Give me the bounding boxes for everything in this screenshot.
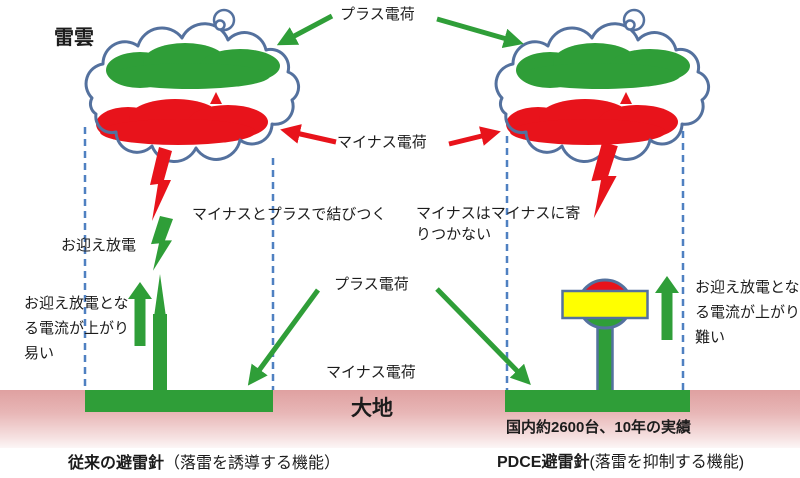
track-record-label: 国内約2600台、10年の実績 <box>506 419 692 436</box>
current-up-arrow-left <box>128 282 152 346</box>
minus-charge-cloud-label: マイナス電荷 <box>337 134 427 151</box>
arrow-minus-to-right-cloud <box>448 126 501 147</box>
note-attract-label: マイナスとプラスで結びつく <box>192 206 387 223</box>
ground-label: 大地 <box>351 397 393 420</box>
arrow-plus-to-left-cloud <box>276 13 334 46</box>
arrow-plus-to-right-cloud <box>436 16 524 49</box>
conventional-rod <box>153 314 167 393</box>
arrow-plus-to-right-ground <box>435 287 531 386</box>
ground-bar-right <box>505 390 690 412</box>
arrow-plus-to-left-ground <box>247 288 321 386</box>
ground-bar-left <box>85 390 273 412</box>
pdce-collar <box>561 289 649 320</box>
minus-charge-ground-label: マイナス電荷 <box>326 364 416 381</box>
storm-cloud-right <box>494 8 711 163</box>
lightning-bolt-green-streamer <box>151 216 173 271</box>
plus-charge-top-label: プラス電荷 <box>340 6 415 23</box>
left-caption: 従来の避雷針（落雷を誘導する機能） <box>68 454 340 474</box>
arrow-minus-to-left-cloud <box>280 124 337 145</box>
welcome-discharge-label: お迎え放電 <box>61 237 137 254</box>
left-caption-main: 従来の避雷針 <box>68 455 165 472</box>
rod-needle-tip <box>154 274 166 317</box>
plus-charge-ground-label: プラス電荷 <box>334 276 409 293</box>
right-caption-sub: (落雷を抑制する機能) <box>589 454 745 471</box>
storm-cloud-label: 雷雲 <box>54 27 94 49</box>
left-caption-sub: （落雷を誘導する機能） <box>164 455 341 472</box>
lightning-bolt-red-left <box>150 147 172 221</box>
current-up-arrow-right <box>655 276 679 340</box>
storm-cloud-left <box>84 8 301 163</box>
right-caption-main: PDCE避雷針 <box>497 454 590 471</box>
left-current-note-label: お迎え放電となる電流が上がり易い <box>24 295 130 362</box>
note-repel-label: マイナスはマイナスに寄りつかない <box>416 205 581 243</box>
right-current-note-label: お迎え放電となる電流が上がり難い <box>695 279 800 346</box>
right-caption: PDCE避雷針(落雷を抑制する機能) <box>497 453 744 473</box>
